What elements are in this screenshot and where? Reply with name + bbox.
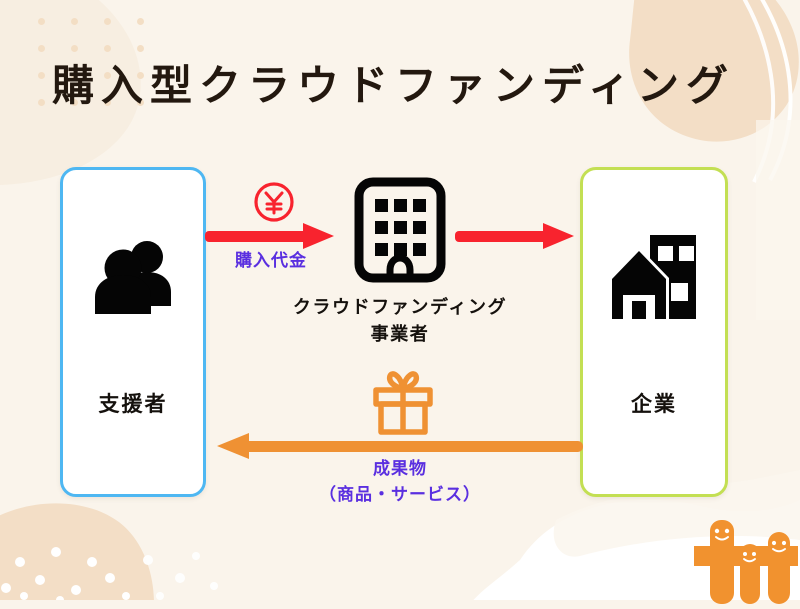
people-icon [63, 222, 203, 332]
node-provider-caption: クラウドファンディング 事業者 [255, 294, 545, 347]
node-supporter[interactable]: 支援者 [60, 167, 206, 497]
arrow-reward-label: 成果物 （商品・サービス） [270, 456, 530, 507]
dot-grid-pattern [38, 18, 144, 128]
house-building-icon [583, 222, 725, 332]
provider-caption-line2: 事業者 [370, 323, 430, 344]
arrow-reward [213, 432, 583, 465]
node-company-label: 企業 [631, 393, 677, 416]
bottom-right-cream-wash [553, 470, 800, 557]
arrow-funding [455, 222, 575, 255]
node-company[interactable]: 企業 [580, 167, 728, 497]
reward-label-line2: （商品・サービス） [319, 484, 481, 504]
office-building-icon [354, 177, 446, 288]
top-right-tan-blob [629, 0, 799, 142]
page-title: 購入型クラウドファンディング [52, 62, 736, 109]
bottom-left-outer-dots [143, 552, 218, 600]
three-people-mascots [692, 512, 800, 609]
mascot-faces [714, 528, 787, 563]
gift-icon [368, 368, 438, 441]
yen-coin-icon [252, 180, 296, 229]
node-supporter-label: 支援者 [98, 393, 168, 416]
bottom-left-white-dots [1, 547, 130, 600]
arrow-payment-label: 購入代金 [235, 251, 307, 270]
provider-caption-line1: クラウドファンディング [292, 297, 508, 317]
arrow-payment [205, 222, 335, 255]
right-faint-band [756, 120, 800, 320]
reward-label-line1: 成果物 [373, 459, 427, 478]
